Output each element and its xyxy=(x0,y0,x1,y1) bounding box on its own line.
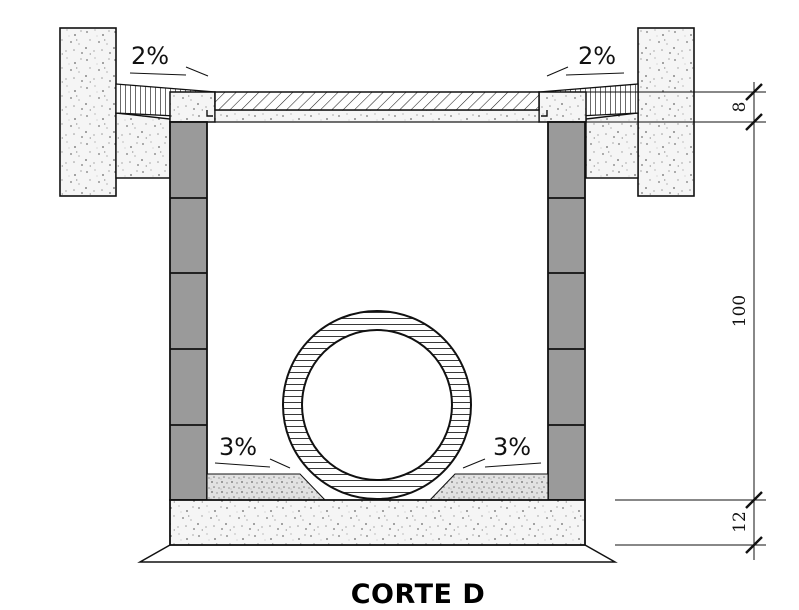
dimension-chain: 8 100 12 xyxy=(586,82,766,560)
slope-label-top-right: 2% xyxy=(578,42,616,70)
footing xyxy=(137,544,618,563)
slope-label-bottom-left: 3% xyxy=(219,433,257,461)
dimension-cover-label: 8 xyxy=(730,102,750,113)
grate-angle-left xyxy=(206,110,213,117)
dimension-base-label: 12 xyxy=(730,511,750,533)
dimension-wall-height-label: 100 xyxy=(730,295,750,327)
pipe xyxy=(282,310,472,500)
grate-angle-right xyxy=(541,110,548,117)
left-wall xyxy=(169,121,208,501)
grate xyxy=(214,91,540,111)
slope-annotation-bottom-right: 3% xyxy=(462,433,542,469)
right-pavement-slab xyxy=(585,112,639,179)
drawing-title: CORTE D xyxy=(351,579,486,610)
right-wall xyxy=(547,121,586,501)
frame-left xyxy=(169,91,216,123)
right-curb xyxy=(637,27,695,197)
tick-mark xyxy=(745,536,763,554)
slope-annotation-top-right: 2% xyxy=(546,42,625,77)
slope-annotation-top-left: 2% xyxy=(129,42,209,77)
tick-mark xyxy=(745,113,763,131)
left-curb xyxy=(59,27,117,197)
base-slab xyxy=(169,499,586,546)
slope-label-top-left: 2% xyxy=(131,42,169,70)
tick-mark xyxy=(745,83,763,101)
slope-annotation-bottom-left: 3% xyxy=(214,433,291,469)
frame-right xyxy=(538,91,587,123)
frame-band xyxy=(214,109,540,123)
left-pavement-slab xyxy=(115,112,171,179)
tick-mark xyxy=(745,491,763,509)
slope-label-bottom-right: 3% xyxy=(493,433,531,461)
